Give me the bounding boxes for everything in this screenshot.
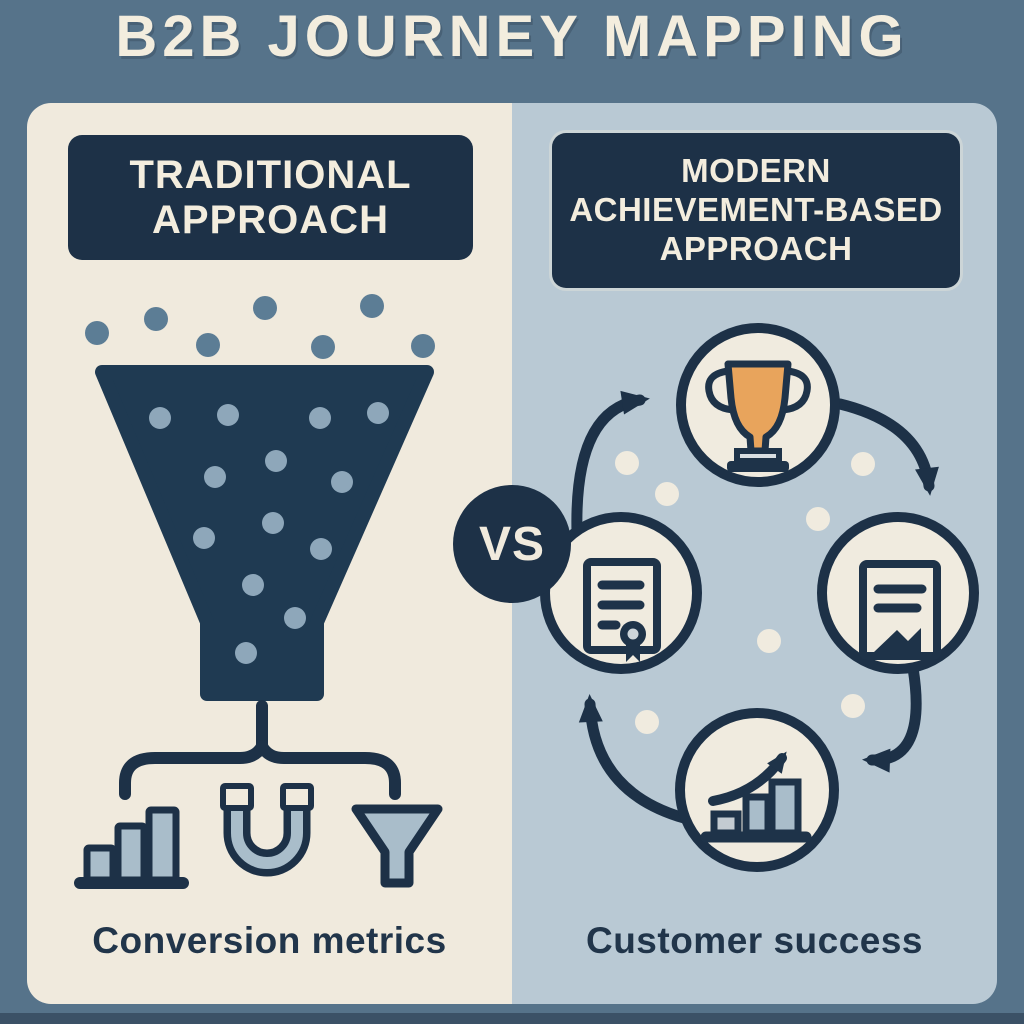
modern-header-line2: ACHIEVEMENT-BASED — [569, 191, 943, 229]
vs-label: VS — [478, 517, 546, 571]
traditional-header-line2: APPROACH — [152, 197, 389, 242]
modern-caption: Customer success — [585, 920, 924, 961]
traditional-caption: Conversion metrics — [92, 920, 447, 961]
bottom-edge-strip — [0, 1013, 1024, 1024]
page-title: B2B JOURNEY MAPPING — [115, 3, 909, 69]
modern-header-line1: MODERN — [681, 152, 831, 190]
vs-badge: VS — [453, 485, 571, 603]
traditional-header: TRADITIONAL APPROACH — [68, 135, 473, 260]
traditional-header-line1: TRADITIONAL — [129, 152, 412, 197]
modern-header: MODERN ACHIEVEMENT-BASED APPROACH — [552, 133, 960, 288]
modern-header-line3: APPROACH — [659, 229, 853, 267]
